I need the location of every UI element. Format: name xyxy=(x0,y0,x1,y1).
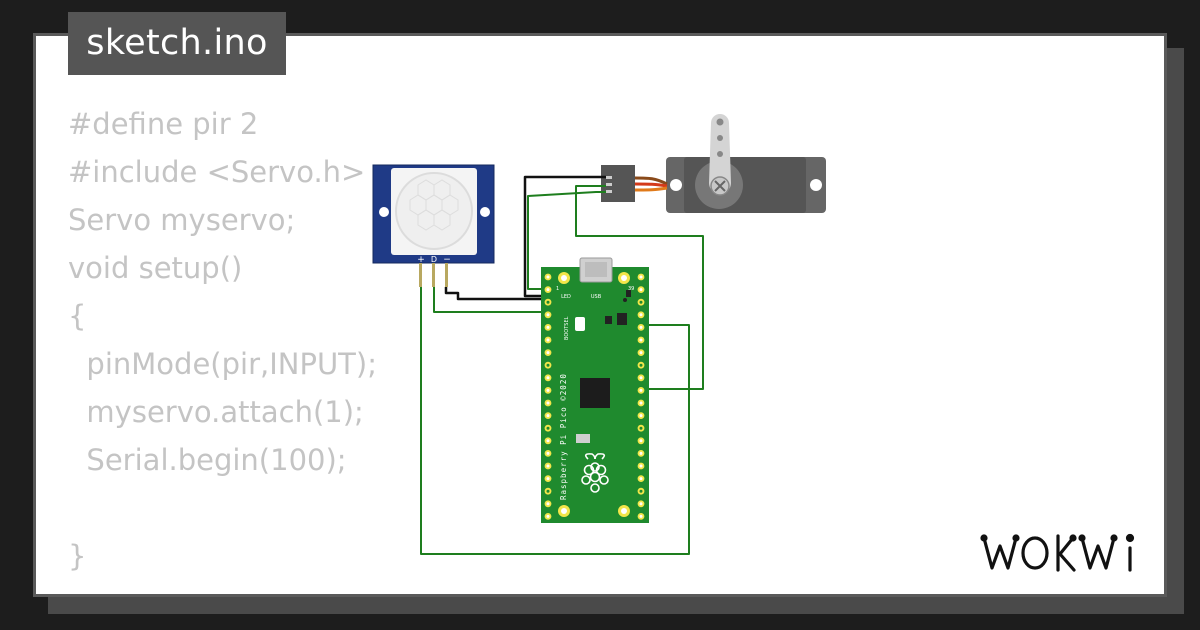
pico-pin-hole xyxy=(639,325,643,329)
servo-cable xyxy=(633,176,668,192)
pico-pin-hole xyxy=(546,426,550,430)
raspberry-logo-icon xyxy=(581,453,609,493)
pir-pin-minus-label: − xyxy=(443,255,451,265)
pico-pin-hole xyxy=(546,477,550,481)
pico-pin-hole xyxy=(639,502,643,506)
pico-pin-hole xyxy=(546,401,550,405)
pico-pin-hole xyxy=(546,351,550,355)
pico-pin-hole xyxy=(546,414,550,418)
pico-pin-hole xyxy=(546,464,550,468)
pir-pin-plus-label: + xyxy=(417,255,425,265)
pico-pin-hole xyxy=(546,363,550,367)
pico-pin-hole xyxy=(639,338,643,342)
pico-pin-hole xyxy=(546,300,550,304)
code-preview: #define pir 2 #include <Servo.h> Servo m… xyxy=(68,100,377,580)
pico-pin-hole xyxy=(639,376,643,380)
pico-pin-hole xyxy=(639,426,643,430)
pico-board-label: Raspberry Pi Pico ©2020 xyxy=(559,373,568,500)
pico-pin-hole xyxy=(639,313,643,317)
pico-pin-hole xyxy=(546,514,550,518)
pico-pin39-label: 39 xyxy=(628,286,634,292)
pico-pin-hole xyxy=(639,401,643,405)
pico-led-label: LED xyxy=(561,294,571,300)
pico-pin-hole xyxy=(639,439,643,443)
wires xyxy=(420,175,704,555)
pico-pin-hole xyxy=(639,275,643,279)
raspberry-pi-pico[interactable]: LED USB 1 39 BOOTSEL Raspberry Pi Pico ©… xyxy=(541,257,649,523)
pico-pin-hole xyxy=(639,477,643,481)
file-tab[interactable]: sketch.ino xyxy=(68,12,286,75)
pico-pin1-label: 1 xyxy=(556,286,559,292)
pico-pin-hole xyxy=(546,451,550,455)
servo-motor[interactable] xyxy=(666,114,826,213)
pico-pin-hole xyxy=(546,275,550,279)
pico-pin-hole xyxy=(546,388,550,392)
code-line: #include <Servo.h> xyxy=(68,155,366,189)
pico-pin-hole xyxy=(639,489,643,493)
pico-pin-hole xyxy=(639,388,643,392)
pico-pin-hole xyxy=(639,351,643,355)
pico-pin-hole xyxy=(546,325,550,329)
pico-pin-hole xyxy=(639,414,643,418)
code-line: } xyxy=(68,539,87,573)
code-line: #define pir 2 xyxy=(68,107,259,141)
pico-pin-hole xyxy=(546,338,550,342)
pico-pin-hole xyxy=(639,363,643,367)
pir-sensor[interactable]: + D − xyxy=(372,164,495,287)
pico-pin-hole xyxy=(639,300,643,304)
pico-bootsel-label: BOOTSEL xyxy=(564,316,570,340)
pir-pin-d-label: D xyxy=(431,255,437,264)
pico-pin-hole xyxy=(546,502,550,506)
code-line: pinMode(pir,INPUT); xyxy=(68,347,377,381)
pico-pin-hole xyxy=(546,489,550,493)
code-line: Serial.begin(100); xyxy=(68,443,347,477)
pico-pin-hole xyxy=(639,451,643,455)
pico-pin-hole xyxy=(546,439,550,443)
wokwi-logo xyxy=(980,533,1135,572)
pico-pin-hole xyxy=(546,376,550,380)
code-line: myservo.attach(1); xyxy=(68,395,364,429)
pico-pin-hole xyxy=(546,288,550,292)
code-line: { xyxy=(68,299,87,333)
pico-pin-hole xyxy=(546,313,550,317)
pico-pin-hole xyxy=(639,288,643,292)
servo-connector xyxy=(601,165,635,202)
pico-pin-hole xyxy=(639,464,643,468)
code-line: void setup() xyxy=(68,251,243,285)
pico-usb-label: USB xyxy=(591,294,602,300)
pico-pin-hole xyxy=(639,514,643,518)
code-line: Servo myservo; xyxy=(68,203,296,237)
